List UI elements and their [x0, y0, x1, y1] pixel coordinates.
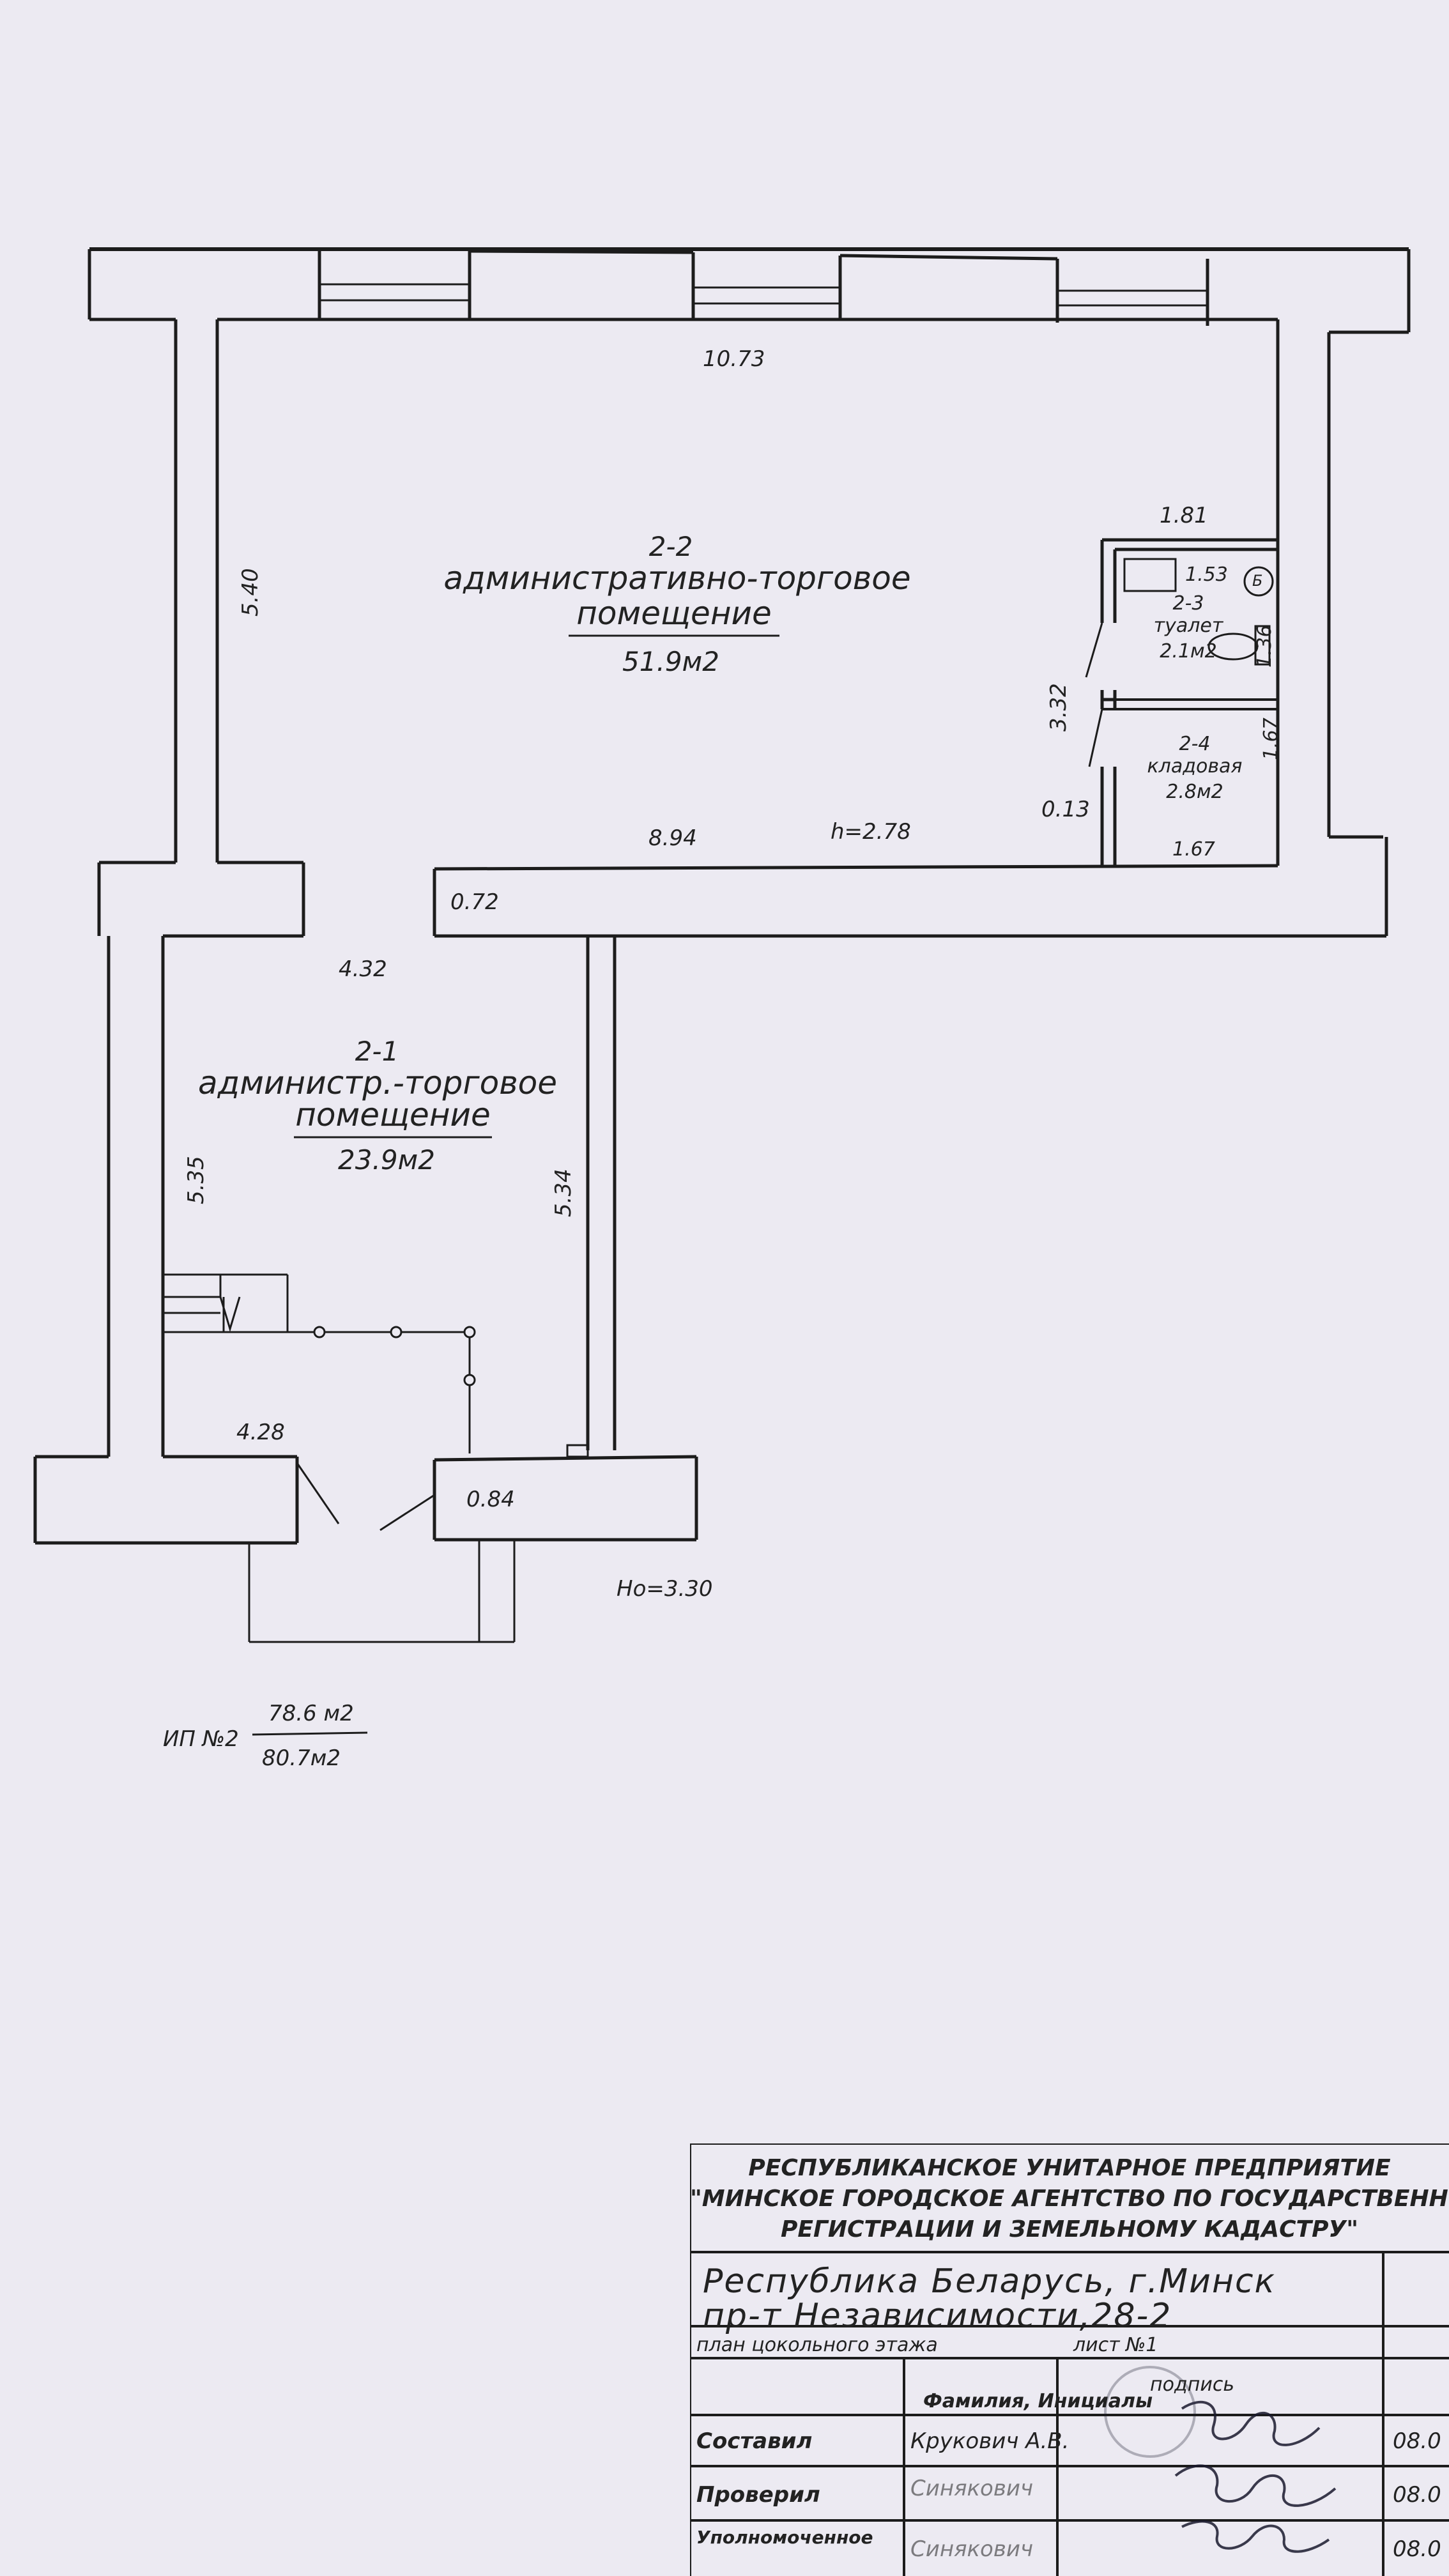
marker-b-circle — [1243, 566, 1274, 597]
room-2-2-id: 2-2 — [648, 531, 693, 562]
window-2 — [691, 252, 842, 319]
row-3-name: Синякович — [910, 2536, 1034, 2562]
top-wall — [88, 247, 1411, 334]
dim-total-height: Ho=3.30 — [617, 1576, 713, 1602]
room-2-3-area: 2.1м2 — [1160, 640, 1217, 663]
dim-wc-inner: 1.53 — [1185, 564, 1228, 586]
room-2-4-area: 2.8м2 — [1166, 781, 1223, 803]
porch — [248, 1540, 516, 1643]
sheet-label: лист №1 — [1073, 2334, 1158, 2356]
entrance-doors — [296, 1462, 435, 1531]
dim-storage-width: 1.67 — [1172, 838, 1215, 861]
room-2-2-name: административно-торговое — [443, 560, 911, 597]
room-2-1-id: 2-1 — [355, 1036, 399, 1067]
plan-label: план цокольного этажа — [696, 2334, 938, 2356]
ip-area-top: 78.6 м2 — [268, 1701, 354, 1726]
stairs — [163, 1273, 289, 1333]
row-2-name: Синякович — [910, 2476, 1034, 2501]
room-2-1-name2: помещение — [295, 1096, 491, 1133]
room-2-4-name: кладовая — [1147, 755, 1243, 778]
ip-label: ИП №2 — [163, 1726, 239, 1752]
room-2-1-name: администр.-торговое — [198, 1064, 558, 1101]
row-1-role: Составил — [696, 2428, 813, 2454]
title-block: РЕСПУБЛИКАНСКОЕ УНИТАРНОЕ ПРЕДПРИЯТИЕ "М… — [690, 2143, 1449, 2576]
signatures — [1104, 2366, 1337, 2553]
right-wall-2-2 — [1276, 319, 1383, 866]
dim-door-084: 0.84 — [466, 1487, 515, 1512]
middle-wall — [97, 837, 1388, 938]
dim-step: 0.13 — [1041, 797, 1090, 822]
org-line-1: РЕСПУБЛИКАНСКОЕ УНИТАРНОЕ ПРЕДПРИЯТИЕ — [748, 2155, 1391, 2181]
dim-right-2-1: 5.34 — [551, 1169, 576, 1217]
row-2-role: Проверил — [696, 2482, 820, 2508]
ip-fraction-line — [252, 1731, 368, 1736]
dim-height: h=2.78 — [831, 819, 911, 845]
dim-wall-072: 0.72 — [450, 889, 499, 915]
row-3-role: Уполномоченное — [696, 2527, 873, 2548]
address-line-1: Республика Беларусь, г.Минск — [703, 2262, 1276, 2301]
row-3-date: 08.0 — [1393, 2536, 1441, 2562]
dim-wc-width: 1.81 — [1160, 503, 1208, 528]
row-1-date: 08.0 — [1393, 2428, 1441, 2454]
room-2-3-id: 2-3 — [1172, 592, 1204, 615]
org-line-2: "МИНСКОЕ ГОРОДСКОЕ АГЕНТСТВО ПО ГОСУДАРС… — [690, 2186, 1449, 2212]
room-2-3-name: туалет — [1153, 615, 1223, 637]
col-name-header: Фамилия, Инициалы — [923, 2390, 1153, 2412]
dim-storage-depth: 1.67 — [1260, 717, 1282, 760]
col-sign-header: подпись — [1150, 2373, 1234, 2396]
dim-top-width: 10.73 — [703, 346, 765, 372]
wc-storage-block — [1085, 538, 1278, 866]
room-2-1-area: 23.9м2 — [338, 1144, 435, 1176]
window-1 — [318, 249, 471, 319]
window-3 — [1055, 259, 1209, 326]
dim-wc-depth: 1.36 — [1254, 625, 1276, 668]
dim-wc-block: 3.32 — [1046, 683, 1071, 732]
row-2-date: 08.0 — [1393, 2482, 1441, 2508]
room-2-2-area: 51.9м2 — [622, 646, 719, 677]
wiring-line — [288, 1326, 476, 1453]
room-2-4-id: 2-4 — [1179, 733, 1211, 755]
dim-bottom-2-1: 4.28 — [236, 1420, 285, 1445]
ip-area-bottom: 80.7м2 — [262, 1745, 341, 1771]
dim-width-2-1: 4.32 — [339, 956, 387, 982]
address-line-2: пр-т Независимости,28-2 — [703, 2297, 1172, 2335]
room-2-2-name2: помещение — [576, 595, 772, 632]
dim-left-2-2: 5.40 — [238, 568, 263, 617]
room-2-1-walls — [33, 933, 698, 1545]
left-wall-2-2 — [174, 319, 219, 862]
dim-left-2-1: 5.35 — [183, 1156, 209, 1204]
org-line-3: РЕГИСТРАЦИИ И ЗЕМЕЛЬНОМУ КАДАСТРУ" — [781, 2216, 1358, 2242]
marker-b: Б — [1252, 572, 1263, 590]
row-1-name: Крукович А.В. — [910, 2428, 1070, 2454]
dim-bottom-2-2: 8.94 — [648, 825, 697, 851]
